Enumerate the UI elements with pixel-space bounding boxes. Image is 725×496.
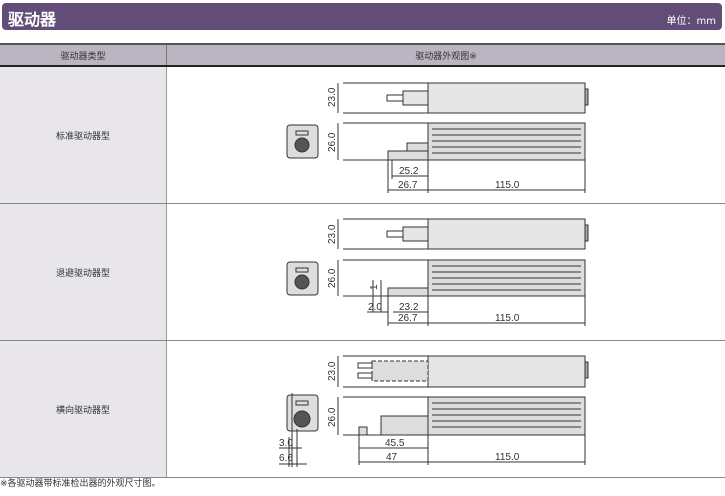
dim-b: 26.7 [398,313,418,324]
dim-a: 25.2 [399,166,419,177]
dim-height-top: 23.0 [327,87,338,107]
dim-face-2: 6.6 [279,453,293,464]
dim-height-side: 26.0 [327,132,338,152]
section-title: 驱动器 [8,10,57,29]
dim-height-side: 26.0 [327,268,338,288]
table-row: 退避驱动器型 23.0 26.0 1 2.0 23.2 26.7 115.0 [0,203,725,341]
header-type: 驱动器类型 [0,43,167,67]
dim-a: 45.5 [385,438,405,449]
table-row: 标准驱动器型 23.0 26.0 25.2 26.7 115.0 [0,66,725,204]
footnote: ※各驱动器带标准检出器的外观尺寸图。 [0,479,161,489]
dim-length: 115.0 [495,180,520,191]
header-appearance: 驱动器外观图※ [166,43,725,67]
row-type: 退避驱动器型 [0,203,167,341]
unit-label: 单位：mm [666,16,716,27]
dim-face-1: 3.0 [279,438,293,449]
dim-c: 2.0 [368,302,382,313]
drawing-lateral: 23.0 26.0 3.0 6.6 45.5 47 115.0 [279,355,589,467]
dim-height-top: 23.0 [327,224,338,244]
dim-height-top: 23.0 [327,361,338,381]
dim-small: 1 [369,284,380,290]
table-row: 横向驱动器型 23.0 26.0 3.0 6.6 45.5 47 115.0 [0,340,725,478]
dim-b: 47 [386,452,398,463]
section-title-bar: 驱动器 单位：mm [2,3,722,30]
dim-length: 115.0 [495,313,520,324]
row-type: 横向驱动器型 [0,340,167,478]
dim-height-side: 26.0 [327,407,338,427]
dim-length: 115.0 [495,452,520,463]
row-type: 标准驱动器型 [0,66,167,204]
dim-b: 26.7 [398,180,418,191]
dim-a: 23.2 [399,302,419,313]
drawing-standard: 23.0 26.0 25.2 26.7 115.0 [286,82,589,193]
driver-table: 驱动器类型驱动器外观图※ 标准驱动器型 23.0 26.0 25.2 26.7 … [0,43,725,478]
drawing-retract: 23.0 26.0 1 2.0 23.2 26.7 115.0 [286,218,589,326]
